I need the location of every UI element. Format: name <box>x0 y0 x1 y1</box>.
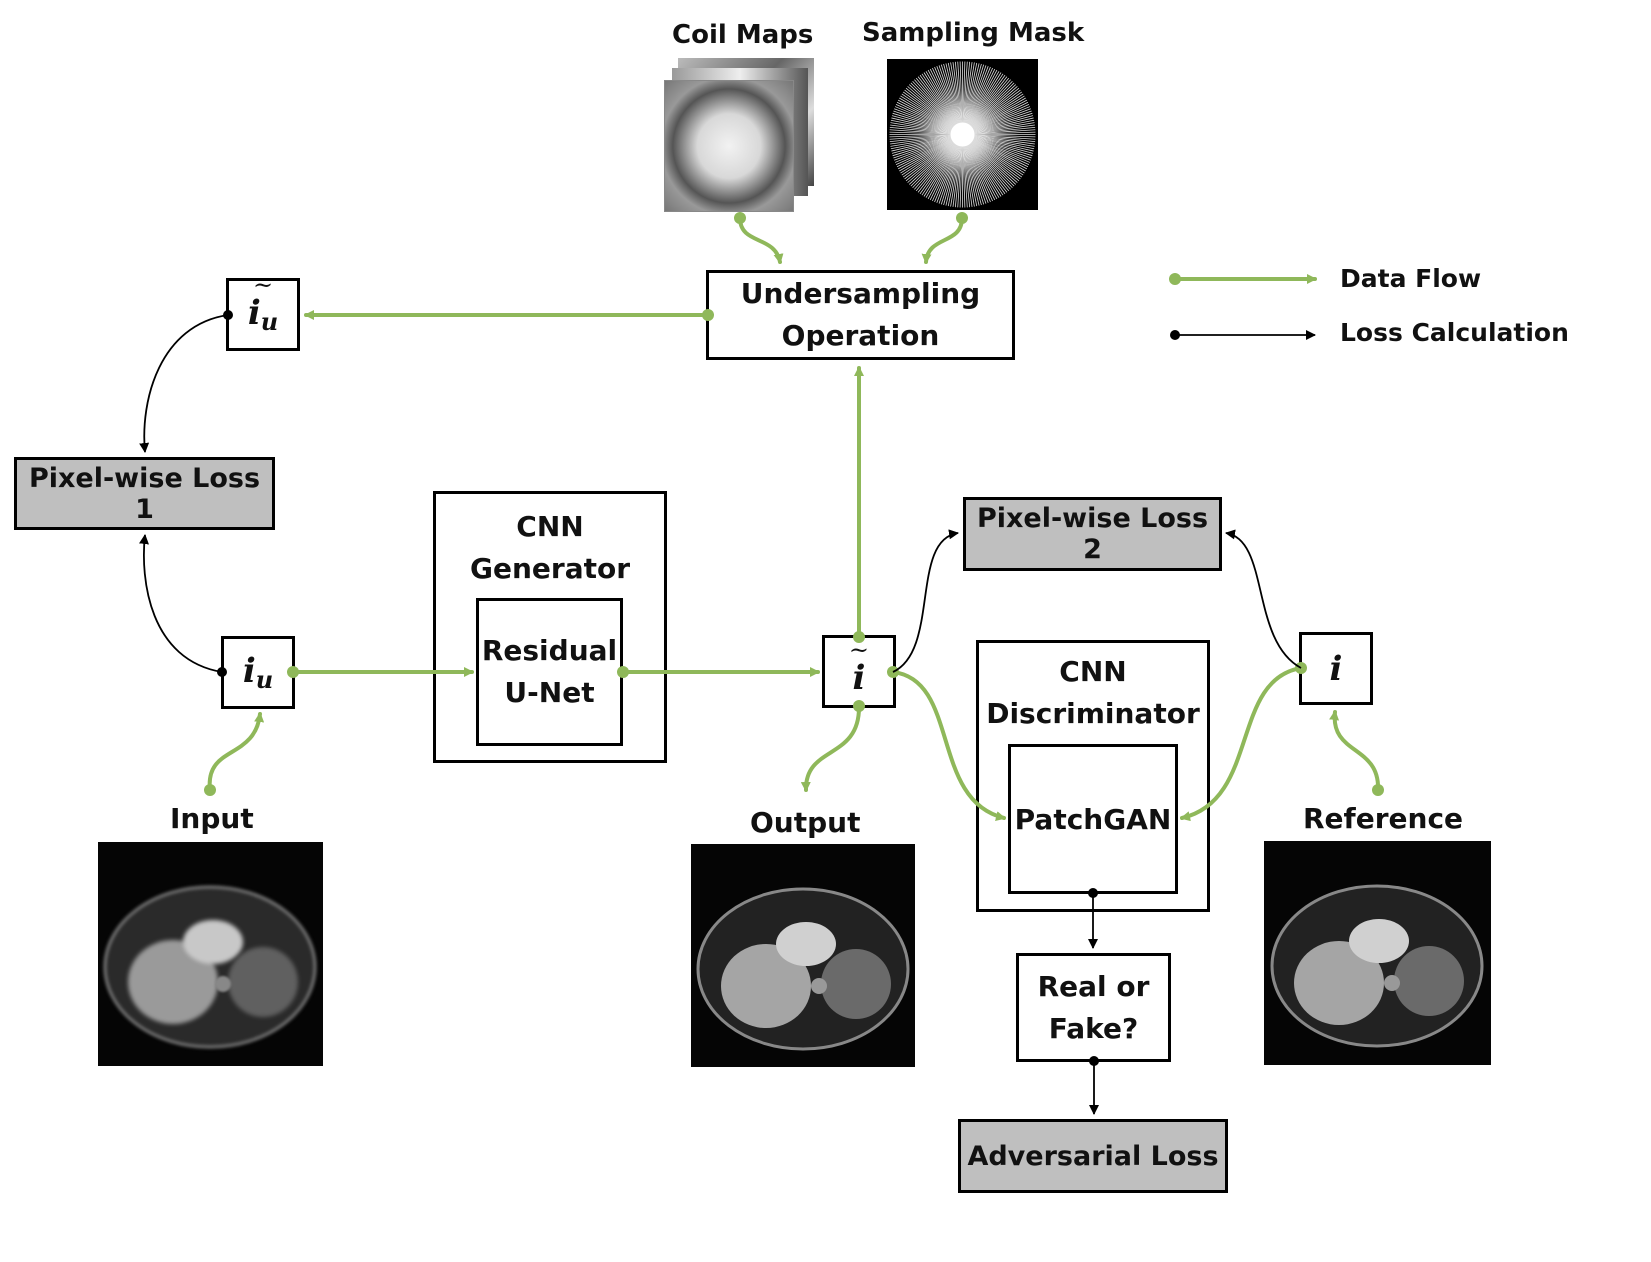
residual-unet-box: Residual U-Net <box>476 598 623 746</box>
sampling-mask-label: Sampling Mask <box>862 18 1085 48</box>
loss-iu-to-loss1 <box>139 534 223 673</box>
flow-input-to-iu <box>207 712 265 792</box>
output-label: Output <box>750 806 861 839</box>
undersampling-line2: Operation <box>781 319 940 352</box>
residual-unet-line1: Residual <box>481 634 618 667</box>
mask-center <box>950 122 975 147</box>
legend-loss-calculation-label: Loss Calculation <box>1340 318 1569 347</box>
reference-label: Reference <box>1303 802 1464 835</box>
loss-i-to-loss2 <box>1225 529 1302 669</box>
flow-i-tilde-to-patchgan <box>891 670 1006 821</box>
cnn-discriminator-line1: CNN <box>1059 655 1127 688</box>
patchgan-box: PatchGAN <box>1008 744 1178 894</box>
flow-reference-to-i <box>1329 710 1381 792</box>
iu-symbol: iu <box>242 651 274 694</box>
flow-mask-to-undersampling <box>921 216 964 264</box>
undersampling-line1: Undersampling <box>740 277 981 310</box>
iu-tilde-symbol: ~iu <box>247 271 279 336</box>
sampling-mask-image <box>887 59 1038 210</box>
legend-data-flow-label: Data Flow <box>1340 264 1482 293</box>
coil-maps-image <box>664 58 816 212</box>
i-tilde-box: ~i <box>822 635 896 708</box>
loss-iu-tilde-to-loss1 <box>139 314 229 453</box>
real-or-fake-line2: Fake? <box>1048 1011 1139 1045</box>
adversarial-loss-box: Adversarial Loss <box>958 1119 1228 1193</box>
real-or-fake-line1: Real or <box>1037 969 1150 1003</box>
reference-mri-image <box>1264 841 1491 1065</box>
residual-unet-line2: U-Net <box>504 676 595 709</box>
iu-box: iu <box>221 636 295 709</box>
cnn-generator-line2: Generator <box>469 552 631 585</box>
loss-i-tilde-to-loss2 <box>892 529 959 673</box>
real-or-fake-box: Real or Fake? <box>1016 953 1171 1062</box>
pixel-wise-loss-1-box: Pixel-wise Loss 1 <box>14 457 275 530</box>
flow-coil-to-undersampling <box>738 216 784 264</box>
input-mri-image <box>98 842 323 1066</box>
cnn-discriminator-line2: Discriminator <box>986 697 1200 730</box>
iu-tilde-box: ~iu <box>226 271 300 351</box>
input-label: Input <box>170 802 254 835</box>
undersampling-operation-box: Undersampling Operation <box>706 270 1015 360</box>
coil-maps-label: Coil Maps <box>672 20 814 50</box>
output-mri-image <box>691 844 915 1067</box>
flow-i-to-patchgan <box>1180 666 1303 822</box>
i-box: i <box>1299 632 1373 705</box>
i-tilde-symbol: ~i <box>848 635 870 698</box>
i-symbol: i <box>1329 648 1343 689</box>
pixel-wise-loss-2-box: Pixel-wise Loss 2 <box>963 497 1222 571</box>
flow-i-tilde-to-output <box>800 704 862 792</box>
cnn-generator-line1: CNN <box>516 510 584 543</box>
